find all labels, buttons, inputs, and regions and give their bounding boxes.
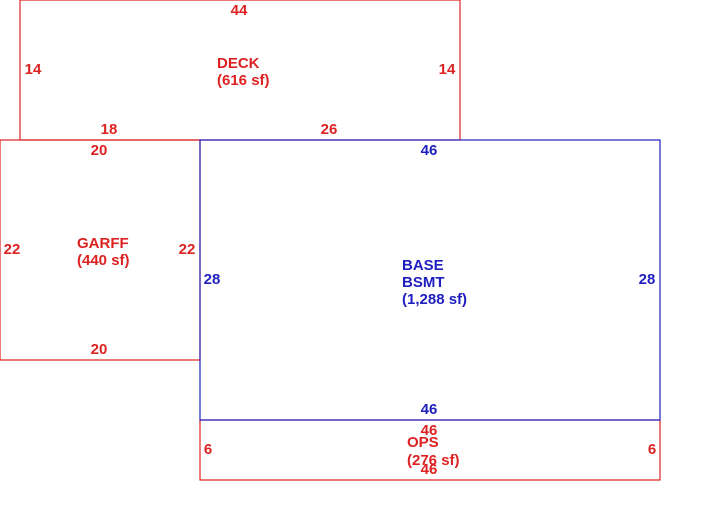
base-label-line2: BSMT bbox=[402, 274, 445, 291]
ops-dim-bottom: 46 bbox=[421, 461, 438, 478]
deck-area-value: (616 sf) bbox=[217, 72, 270, 89]
ops-dim-right: 6 bbox=[648, 441, 656, 458]
deck-dim-right: 14 bbox=[439, 61, 456, 78]
base-area[interactable]: BASE BSMT (1,288 sf) 46 28 28 46 bbox=[199, 139, 661, 421]
deck-label: DECK bbox=[217, 55, 260, 72]
base-dim-left: 28 bbox=[204, 271, 221, 288]
garff-dim-left: 22 bbox=[4, 241, 21, 258]
ops-area[interactable]: OPS (276 sf) 46 6 6 46 bbox=[199, 419, 661, 481]
garff-label: GARFF bbox=[77, 235, 129, 252]
garff-dim-right: 22 bbox=[179, 241, 196, 258]
ops-area-value: (276 sf) bbox=[407, 452, 460, 469]
deck-dim-top: 44 bbox=[231, 2, 248, 19]
deck-area[interactable]: DECK (616 sf) 44 14 14 18 26 bbox=[19, 0, 461, 141]
base-label-line1: BASE bbox=[402, 257, 444, 274]
deck-dim-left: 14 bbox=[25, 61, 42, 78]
base-dim-right: 28 bbox=[639, 271, 656, 288]
garff-dim-top: 20 bbox=[91, 142, 108, 159]
ops-dim-top: 46 bbox=[421, 422, 438, 439]
ops-label: OPS bbox=[407, 434, 439, 451]
base-dim-bottom: 46 bbox=[421, 401, 438, 418]
garff-area[interactable]: GARFF (440 sf) 20 22 22 20 bbox=[0, 139, 201, 361]
garff-area-value: (440 sf) bbox=[77, 252, 130, 269]
deck-dim-bottom-left: 18 bbox=[101, 121, 118, 138]
ops-dim-left: 6 bbox=[204, 441, 212, 458]
base-area-value: (1,288 sf) bbox=[402, 291, 467, 308]
base-outline bbox=[199, 139, 661, 421]
base-dim-top: 46 bbox=[421, 142, 438, 159]
deck-dim-bottom-right: 26 bbox=[321, 121, 338, 138]
garff-dim-bottom: 20 bbox=[91, 341, 108, 358]
